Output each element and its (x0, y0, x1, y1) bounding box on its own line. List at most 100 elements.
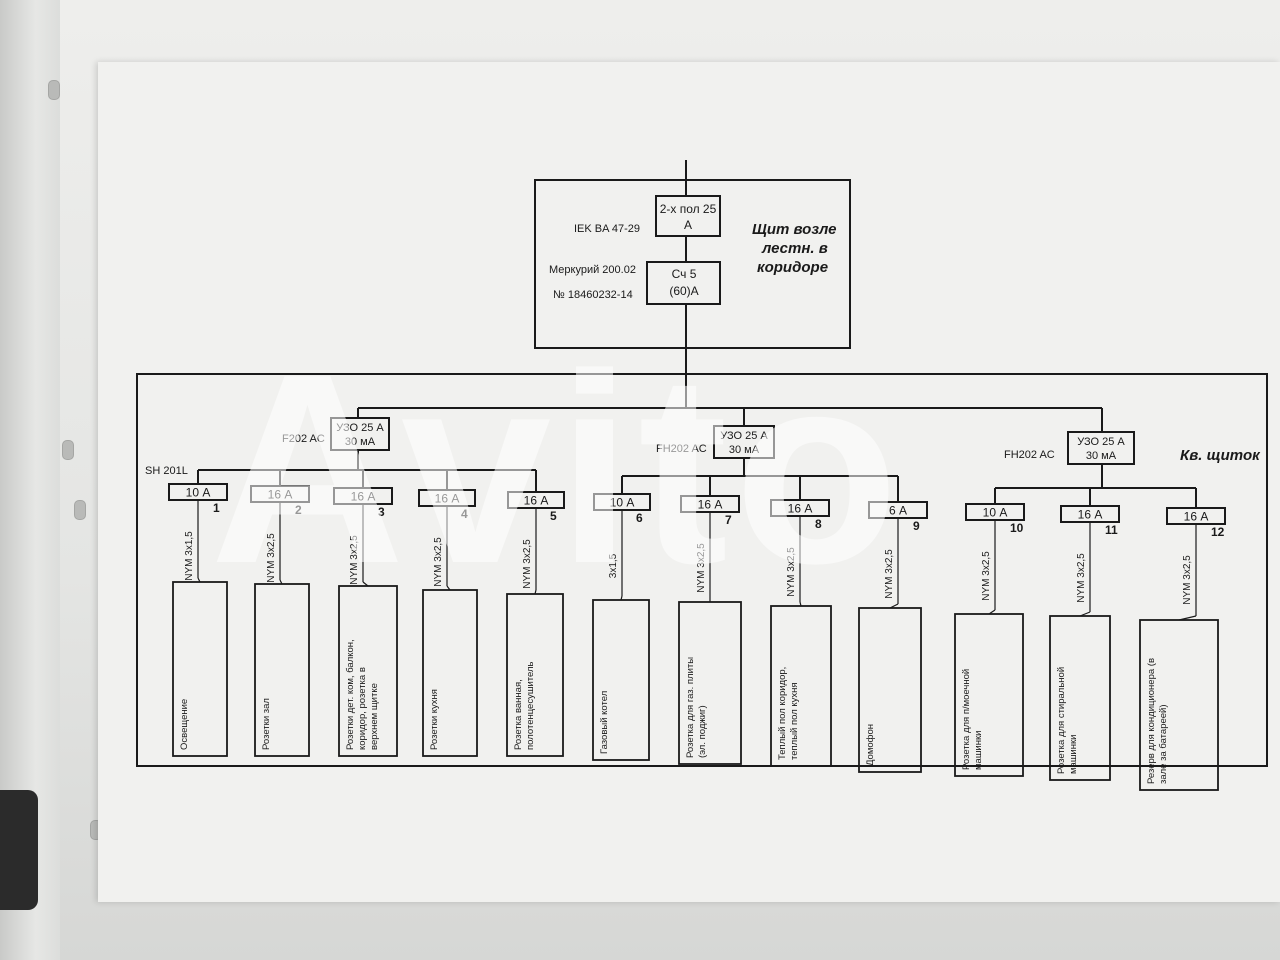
load-description: полотенцесушитель (525, 661, 536, 750)
rcd-model: F202 AC (282, 433, 325, 445)
circuit-number: 12 (1211, 525, 1225, 539)
breaker-rating: 10 А (983, 506, 1008, 520)
main-breaker-label: 2-х пол 25 (660, 202, 717, 216)
load-box (1139, 619, 1219, 791)
load-description: коридор, розетка в (357, 667, 368, 750)
load-description: Розетки дет. ком, балкон, (345, 639, 356, 750)
main-panel-box (534, 179, 851, 349)
load-description: Розетка для газ. плиты (685, 657, 696, 758)
meter-serial: № 18460232-14 (553, 289, 633, 301)
load-box (954, 613, 1024, 777)
cable-type: NYM 3x2,5 (1076, 553, 1087, 603)
main-panel-title: лестн. в (761, 240, 828, 257)
cable-type: NYM 3x2,5 (522, 539, 533, 589)
rcd-label: УЗО 25 А (1077, 436, 1125, 448)
circuit-number: 4 (461, 507, 468, 521)
circuit-number: 5 (550, 509, 557, 523)
load-description: зале за батареей) (1158, 704, 1169, 784)
circuit-number: 1 (213, 501, 220, 515)
main-panel-title: коридоре (757, 259, 828, 276)
breaker-rating: 16 А (1078, 508, 1103, 522)
load-description: Теплый пол коридор, (777, 667, 788, 760)
breaker-rating: 6 А (889, 504, 907, 518)
meter-label: Сч 5 (672, 267, 697, 281)
load-box (858, 607, 922, 773)
cable-type: 3x1,5 (608, 553, 619, 578)
breaker-rating: 16 А (524, 494, 549, 508)
breaker-rating: 10 А (186, 486, 211, 500)
load-description: теплый пол кухня (789, 682, 800, 760)
breaker-rating: 16 А (351, 490, 376, 504)
sub-panel-title: Кв. щиток (1180, 447, 1261, 464)
cable-type: NYM 3x1,5 (184, 531, 195, 581)
circuit-number: 9 (913, 519, 920, 533)
meter-model: Меркурий 200.02 (549, 264, 636, 276)
circuit-number: 3 (378, 505, 385, 519)
rcd-model: FH202 AC (1004, 449, 1055, 461)
circuit-number: 10 (1010, 521, 1024, 535)
load-box (254, 583, 310, 757)
load-description: Розетка ванная, (513, 679, 524, 750)
load-description: Резерв для кондиционера (в (1146, 658, 1157, 784)
rcd-label: 30 мА (345, 436, 376, 448)
load-description: Розетка для стиральной (1056, 667, 1067, 774)
schematic-sheet (98, 62, 1280, 902)
main-breaker-box (655, 195, 721, 237)
rcd-label: УЗО 25 А (720, 430, 768, 442)
load-box (338, 585, 398, 757)
breaker-rating: 16 А (698, 498, 723, 512)
first-breaker-model: SH 201L (145, 465, 188, 477)
load-description: Розетки зал (261, 698, 272, 750)
load-box (422, 589, 478, 757)
cable-type: NYM 3x2,5 (266, 533, 277, 583)
door-hinge (0, 790, 38, 910)
cable-type: NYM 3x2,5 (981, 551, 992, 601)
circuit-number: 6 (636, 511, 643, 525)
circuit-number: 7 (725, 513, 732, 527)
load-description: Розетка для п/моечной (961, 669, 972, 770)
cable-type: NYM 3x2,5 (1182, 555, 1193, 605)
main-breaker-model: IEK BA 47-29 (574, 223, 640, 235)
circuit-number: 8 (815, 517, 822, 531)
rcd-model: FH202 AC (656, 443, 707, 455)
breaker-rating: 16 А (1184, 510, 1209, 524)
breaker-rating: 16 А (788, 502, 813, 516)
rcd-label: УЗО 25 А (336, 422, 384, 434)
rcd-label: 30 мА (1086, 450, 1117, 462)
load-box (770, 605, 832, 767)
cable-type: NYM 3x2,5 (433, 537, 444, 587)
circuit-number: 11 (1105, 523, 1118, 537)
door-hole (74, 500, 86, 520)
load-description: Домофон (865, 724, 876, 766)
load-description: (эл. поджиг) (697, 705, 708, 758)
sub-panel-box (136, 373, 1268, 767)
rcd-label: 30 мА (729, 444, 760, 456)
load-box (592, 599, 650, 761)
load-description: Освещение (179, 699, 190, 750)
load-description: машинки (973, 731, 984, 770)
load-description: Газовый котел (599, 691, 610, 754)
circuit-number: 2 (295, 503, 302, 517)
load-box (1049, 615, 1111, 781)
breaker-rating: 10 А (610, 496, 635, 510)
breaker-rating: 16 А (268, 488, 293, 502)
cable-type: NYM 3x2,5 (349, 535, 360, 585)
load-box (678, 601, 742, 765)
breaker-rating: 16 А (435, 492, 460, 506)
load-description: верхнем щитке (369, 683, 380, 750)
meter-label: (60)А (669, 284, 698, 298)
load-box (172, 581, 228, 757)
main-breaker-label: А (684, 218, 692, 232)
door-hole (62, 440, 74, 460)
load-box (506, 593, 564, 757)
